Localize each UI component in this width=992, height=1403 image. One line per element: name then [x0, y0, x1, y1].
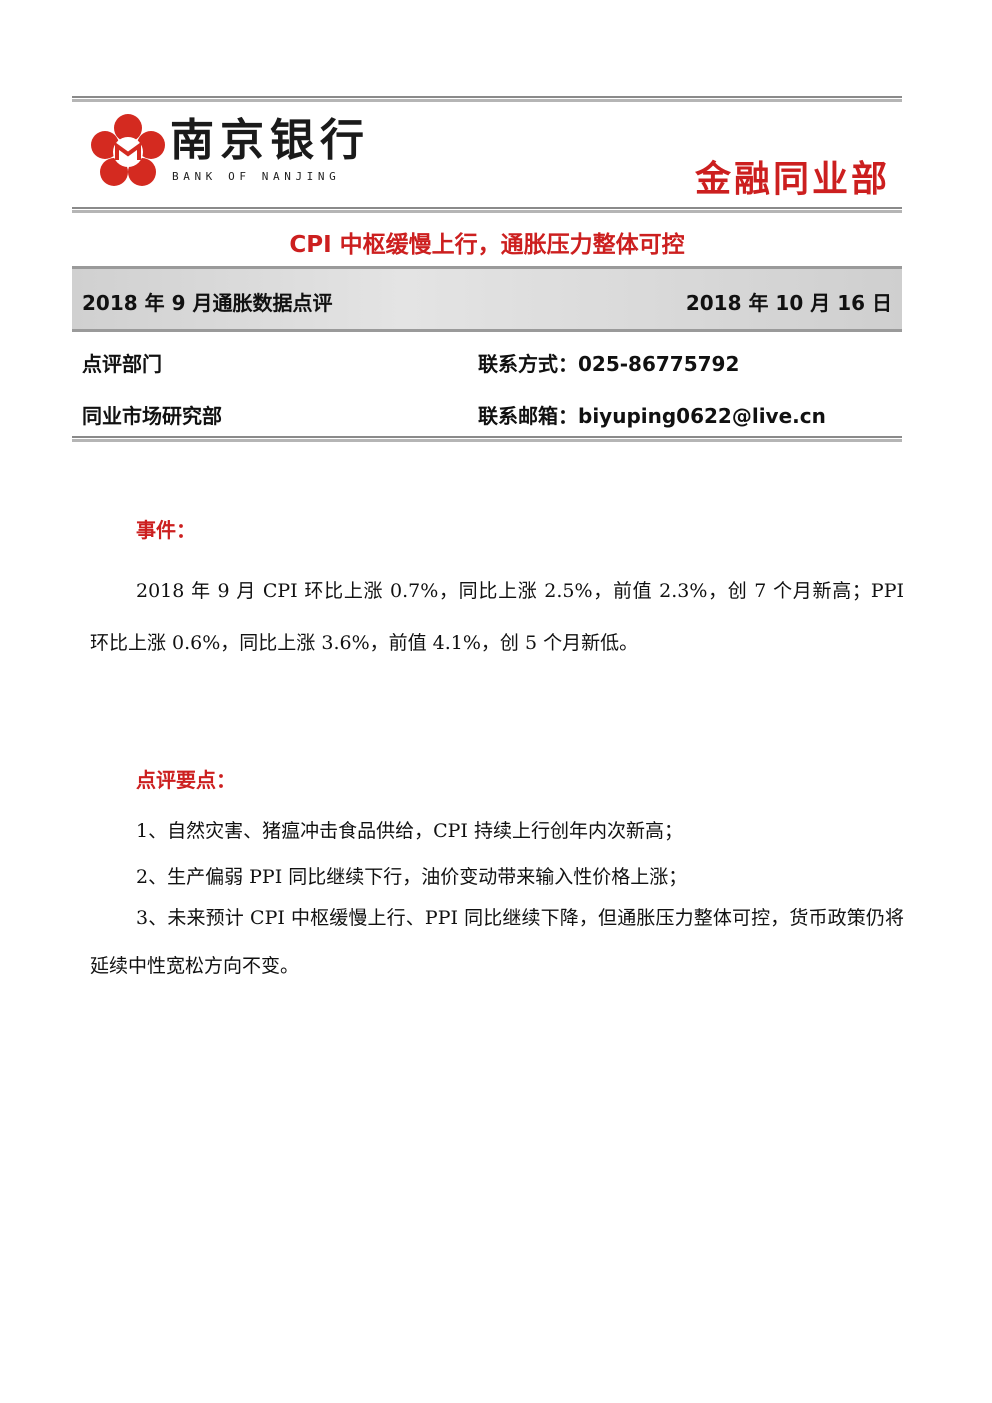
contact-phone: 联系方式：025-86775792 — [478, 352, 740, 376]
contact-divider — [72, 436, 902, 442]
report-info-bar — [72, 266, 902, 332]
event-heading: 事件： — [136, 518, 196, 542]
top-divider — [72, 96, 902, 102]
report-date: 2018 年 10 月 16 日 — [685, 291, 892, 315]
point-item-2: 2、生产偏弱 PPI 同比继续下行，油价变动带来输入性价格上涨； — [136, 866, 688, 888]
bank-name-en: BANK OF NANJING — [172, 170, 341, 183]
points-heading: 点评要点： — [136, 768, 236, 792]
dept-value: 同业市场研究部 — [82, 404, 222, 428]
report-title: CPI 中枢缓慢上行，通胀压力整体可控 — [289, 232, 685, 258]
header-divider — [72, 207, 902, 213]
point-item-1: 1、自然灾害、猪瘟冲击食品供给，CPI 持续上行创年内次新高； — [136, 820, 683, 842]
event-body: 2018 年 9 月 CPI 环比上涨 0.7%，同比上涨 2.5%，前值 2.… — [90, 580, 904, 654]
bank-logo-icon — [91, 114, 165, 186]
contact-email: 联系邮箱：biyuping0622@live.cn — [478, 404, 826, 428]
department-name: 金融同业部 — [694, 158, 890, 200]
report-subtitle: 2018 年 9 月通胀数据点评 — [82, 291, 333, 315]
bank-name-cn: 南京银行 — [170, 115, 370, 166]
point-item-3: 3、未来预计 CPI 中枢缓慢上行、PPI 同比继续下降，但通胀压力整体可控，货… — [90, 907, 904, 977]
dept-label: 点评部门 — [82, 352, 162, 376]
